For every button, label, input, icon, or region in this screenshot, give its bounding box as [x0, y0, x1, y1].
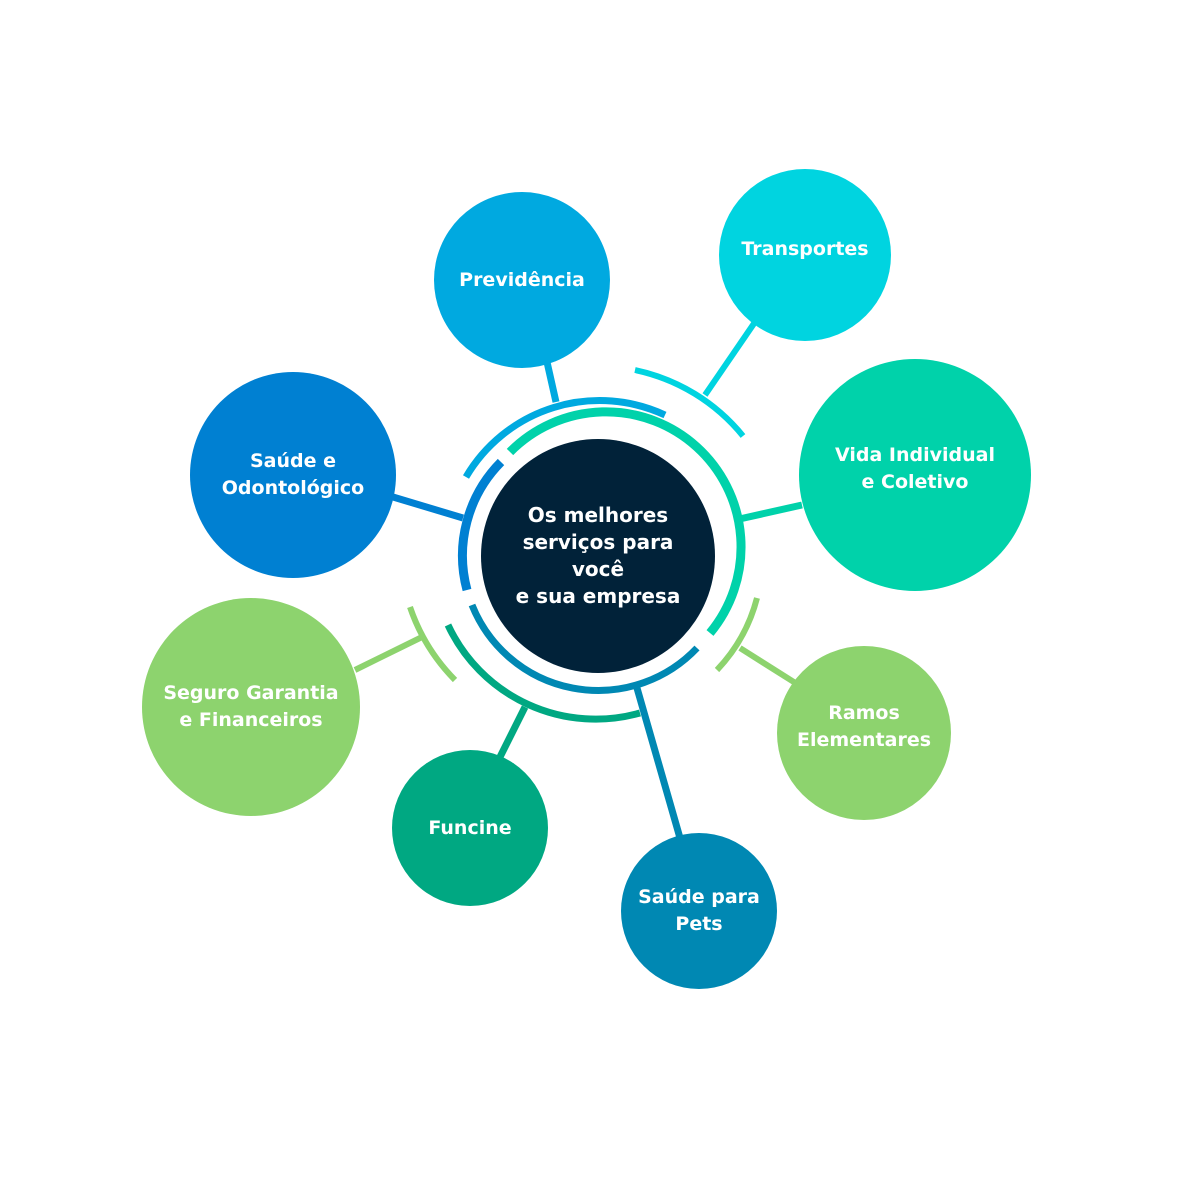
node-label: Odontológico [221, 477, 365, 499]
center-line: serviços para você [522, 530, 674, 581]
node-odonto[interactable]: Saúde e Odontológico [190, 372, 396, 578]
connector-previdencia [543, 361, 560, 403]
node-label: e Coletivo [861, 471, 969, 493]
node-label: Elementares [796, 729, 932, 751]
arc-pets [468, 603, 700, 694]
arc-seguro [407, 606, 458, 683]
connector-pets [633, 687, 684, 839]
arc-transportes [634, 367, 746, 438]
connector-ramos [738, 645, 799, 687]
node-label: Transportes [741, 237, 869, 260]
node-label: Saúde e [249, 450, 337, 472]
node-label: e Financeiros [179, 709, 323, 731]
node-label: Funcine [428, 816, 512, 839]
node-label: Seguro Garantia [163, 682, 339, 704]
node-seguro[interactable]: Seguro Garantia e Financeiros [142, 598, 360, 816]
node-funcine[interactable]: Funcine [392, 750, 548, 906]
connector-seguro [353, 634, 424, 673]
center-line: e sua empresa [515, 584, 681, 608]
node-label: Saúde para [638, 886, 760, 908]
node-transportes[interactable]: Transportes [719, 169, 891, 341]
arc-vida [506, 407, 746, 636]
connector-vida [734, 501, 803, 524]
node-label: Previdência [459, 268, 585, 291]
center-line: Os melhores [527, 503, 669, 527]
center-hub: Os melhores serviços para você e sua empre… [481, 439, 715, 673]
node-previdencia[interactable]: Previdência [434, 192, 610, 368]
connector-transportes [702, 320, 758, 397]
node-label: Vida Individual [835, 444, 995, 466]
connector-odonto [391, 493, 465, 522]
arc-previdencia [462, 397, 667, 479]
arc-ramos [714, 597, 760, 673]
connector-funcine [496, 705, 529, 759]
node-vida[interactable]: Vida Individual e Coletivo [799, 359, 1031, 591]
arc-odonto [457, 458, 505, 592]
node-label: Ramos [828, 702, 900, 724]
arc-funcine [444, 623, 641, 723]
node-label: Pets [675, 913, 723, 935]
